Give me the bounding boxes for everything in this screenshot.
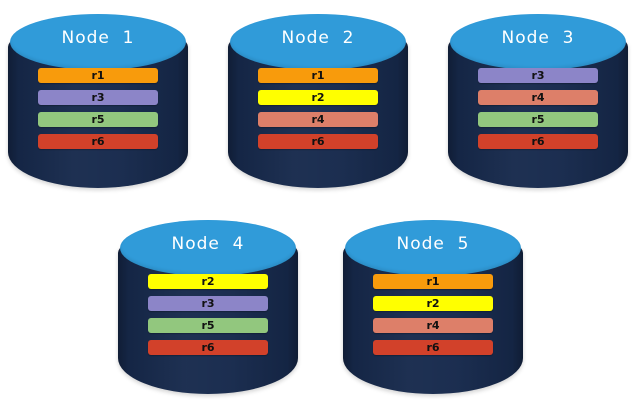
record-list: r1 r2 r4 r6 bbox=[258, 68, 378, 149]
record-list: r3 r4 r5 r6 bbox=[478, 68, 598, 149]
node-title: Node 4 bbox=[171, 234, 245, 254]
record-bar[interactable]: r4 bbox=[258, 112, 378, 127]
record-bar[interactable]: r5 bbox=[478, 112, 598, 127]
cylinder-top-ellipse bbox=[230, 14, 406, 70]
cylinder-top-ellipse bbox=[120, 220, 296, 276]
node-cylinder-2[interactable]: Node 2 r1 r2 r4 r6 bbox=[228, 6, 408, 188]
record-bar[interactable]: r4 bbox=[373, 318, 493, 333]
node-title: Node 5 bbox=[396, 234, 470, 254]
record-bar[interactable]: r6 bbox=[38, 134, 158, 149]
record-bar[interactable]: r1 bbox=[258, 68, 378, 83]
node-cylinder-5[interactable]: Node 5 r1 r2 r4 r6 bbox=[343, 212, 523, 394]
record-bar[interactable]: r6 bbox=[478, 134, 598, 149]
node-title: Node 1 bbox=[61, 28, 135, 48]
record-bar[interactable]: r1 bbox=[373, 274, 493, 289]
cylinder-top-ellipse bbox=[10, 14, 186, 70]
record-bar[interactable]: r2 bbox=[148, 274, 268, 289]
record-bar[interactable]: r3 bbox=[478, 68, 598, 83]
record-list: r1 r3 r5 r6 bbox=[38, 68, 158, 149]
record-bar[interactable]: r6 bbox=[373, 340, 493, 355]
record-bar[interactable]: r3 bbox=[38, 90, 158, 105]
record-bar[interactable]: r6 bbox=[148, 340, 268, 355]
record-bar[interactable]: r1 bbox=[38, 68, 158, 83]
node-cylinder-4[interactable]: Node 4 r2 r3 r5 r6 bbox=[118, 212, 298, 394]
node-title: Node 2 bbox=[281, 28, 355, 48]
record-bar[interactable]: r3 bbox=[148, 296, 268, 311]
node-title: Node 3 bbox=[501, 28, 575, 48]
node-cylinder-1[interactable]: Node 1 r1 r3 r5 r6 bbox=[8, 6, 188, 188]
record-bar[interactable]: r6 bbox=[258, 134, 378, 149]
record-list: r1 r2 r4 r6 bbox=[373, 274, 493, 355]
record-bar[interactable]: r2 bbox=[373, 296, 493, 311]
cylinder-top-ellipse bbox=[450, 14, 626, 70]
cylinder-top-ellipse bbox=[345, 220, 521, 276]
record-bar[interactable]: r5 bbox=[148, 318, 268, 333]
record-bar[interactable]: r2 bbox=[258, 90, 378, 105]
record-bar[interactable]: r5 bbox=[38, 112, 158, 127]
record-bar[interactable]: r4 bbox=[478, 90, 598, 105]
node-cylinder-3[interactable]: Node 3 r3 r4 r5 r6 bbox=[448, 6, 628, 188]
record-list: r2 r3 r5 r6 bbox=[148, 274, 268, 355]
